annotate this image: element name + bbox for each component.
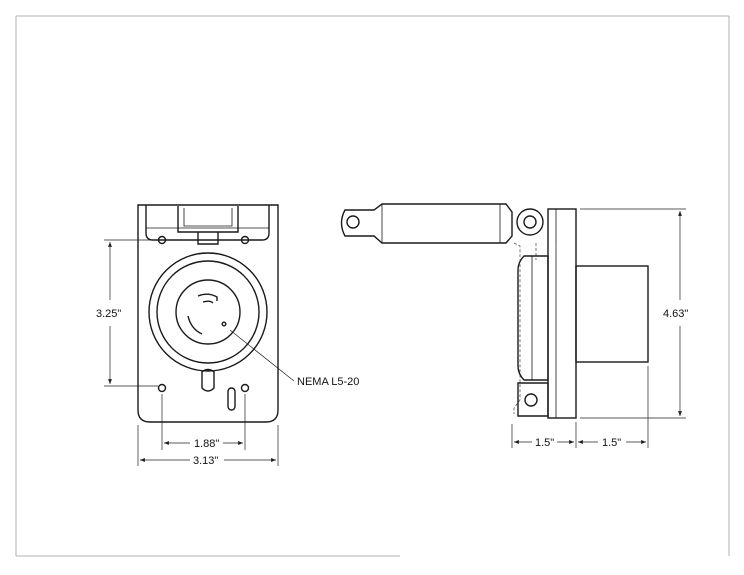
dim-label-front-height: 3.25" bbox=[96, 308, 121, 320]
callout-receptacle-label: NEMA L5-20 bbox=[297, 376, 359, 388]
front-view bbox=[137, 204, 279, 423]
dim-label-front-total-width: 3.13" bbox=[193, 455, 218, 467]
dim-label-side-height: 4.63" bbox=[663, 308, 688, 320]
side-view bbox=[340, 203, 649, 419]
front-dimensions bbox=[104, 239, 295, 466]
dim-label-side-depth-left: 1.5" bbox=[535, 437, 554, 449]
side-dimensions bbox=[511, 208, 686, 448]
dim-label-front-inner-width: 1.88" bbox=[194, 438, 219, 450]
dim-label-side-depth-right: 1.5" bbox=[602, 437, 621, 449]
drawing-frame bbox=[15, 15, 730, 557]
